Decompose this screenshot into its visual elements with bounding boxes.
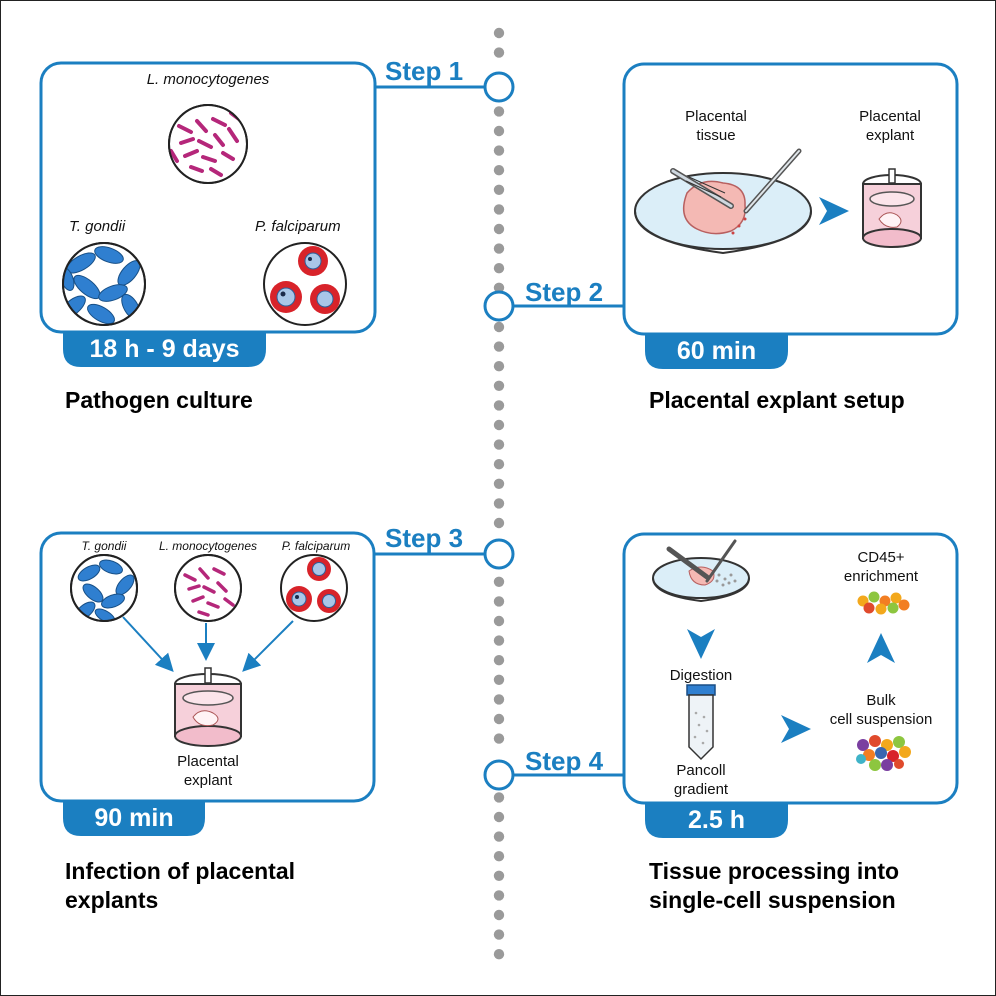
timeline-dot [493, 851, 505, 862]
timeline-dot [493, 263, 505, 274]
timeline-dot [493, 909, 505, 921]
timeline-dot [493, 419, 505, 431]
timeline-dot [493, 596, 505, 607]
step-2-duration: 60 min [676, 337, 757, 365]
plasmodium-small-label: P. falciparum [281, 539, 351, 553]
timeline-dot [493, 27, 505, 39]
step-4-node [483, 759, 515, 791]
timeline-dot [493, 517, 505, 529]
plasmodium-arrow [242, 620, 294, 672]
timeline-dot [493, 321, 505, 333]
listeria-culture-icon [168, 104, 248, 184]
timeline-dot [493, 282, 505, 293]
step-1-duration-tab [63, 332, 266, 367]
timeline-dot [493, 694, 505, 705]
step-2-node [483, 290, 515, 322]
plasmodium-culture-icon [263, 242, 347, 326]
listeria-small-icon [174, 554, 242, 622]
timeline-dot [493, 811, 505, 823]
cd45-enrichment-label: CD45+ enrichment [843, 549, 919, 585]
timeline-dot [493, 361, 505, 372]
enrichment-arrow-icon [867, 633, 895, 663]
step-2-label: Step 2 [525, 277, 604, 307]
timeline-dot [493, 223, 505, 235]
toxoplasma-label: T. gondii [69, 218, 126, 235]
bulk-cells-icon [856, 735, 911, 771]
infected-explant-well-icon [174, 667, 242, 747]
placental-explant-label: Placental explant [859, 108, 921, 144]
timeline-dot [493, 341, 505, 352]
step-3-duration-tab [63, 801, 205, 836]
step-4-duration: 2.5 h [688, 806, 745, 834]
toxoplasma-culture-icon [62, 242, 146, 326]
timeline-dot [493, 890, 505, 901]
timeline-dot [493, 949, 505, 960]
plasmodium-label: P. falciparum [255, 218, 341, 235]
timeline-dot [493, 184, 505, 195]
timeline-dot [493, 929, 505, 940]
step-2-duration-tab [645, 334, 788, 369]
placental-tissue-label: Placental tissue [685, 108, 747, 144]
timeline-dot [493, 674, 505, 685]
step-4-duration-tab [645, 803, 788, 838]
timeline-dot [493, 635, 505, 646]
step-1-duration: 18 h - 9 days [89, 335, 240, 363]
digestion-petri-dish-icon [652, 539, 750, 603]
timeline-dot [493, 478, 505, 489]
timeline-dots [493, 27, 505, 960]
listeria-label: L. monocytogenes [146, 71, 270, 88]
timeline-dot [493, 498, 505, 509]
infected-explant-label: Placental explant [177, 753, 239, 789]
step-2-caption: Placental explant setup [649, 387, 905, 413]
toxoplasma-small-label: T. gondii [81, 539, 127, 553]
timeline-dot [493, 380, 505, 391]
bulk-arrow-icon [781, 715, 811, 743]
toxoplasma-small-icon [70, 554, 138, 622]
step-1-label: Step 1 [385, 56, 464, 86]
step-1-node [483, 71, 515, 103]
timeline-dot [493, 47, 505, 58]
step-3-duration: 90 min [94, 804, 174, 832]
timeline-dot [493, 713, 505, 725]
timeline-dot [493, 792, 505, 803]
timeline-dot [493, 439, 505, 450]
digestion-label: Digestion [669, 667, 733, 684]
pancoll-gradient-label: Pancoll gradient [673, 762, 729, 798]
cd45-cells-icon [857, 591, 910, 615]
timeline-dot [493, 243, 505, 254]
listeria-small-label: L. monocytogenes [158, 539, 258, 553]
bulk-suspension-label: Bulk cell suspension [829, 692, 933, 728]
timeline-dot [493, 125, 505, 137]
timeline-dot [493, 459, 505, 470]
timeline-dot [493, 870, 505, 881]
step-1-caption: Pathogen culture [65, 387, 253, 413]
step-2-arrow-icon [819, 197, 849, 225]
digestion-arrow-icon [687, 629, 715, 659]
timeline-dot [493, 733, 505, 744]
timeline-dot [493, 831, 505, 842]
step-3-label: Step 3 [385, 523, 464, 553]
pancoll-tube-icon [686, 684, 716, 761]
timeline-dot [493, 576, 505, 587]
timeline-dot [493, 106, 505, 117]
step-3-caption: Infection of placental explants [65, 858, 296, 913]
plasmodium-small-icon [280, 554, 348, 622]
timeline-dot [493, 400, 505, 411]
timeline-dot [493, 204, 505, 215]
timeline-dot [493, 655, 505, 666]
step-4-label: Step 4 [525, 746, 604, 776]
toxoplasma-arrow [122, 616, 174, 672]
explant-well-icon [862, 168, 922, 248]
timeline-dot [493, 145, 505, 156]
timeline-dot [493, 615, 505, 627]
timeline-dot [493, 165, 505, 176]
petri-dish-tissue-icon [634, 148, 812, 255]
step-3-node [483, 538, 515, 570]
step-4-caption: Tissue processing into single-cell suspe… [649, 858, 900, 913]
